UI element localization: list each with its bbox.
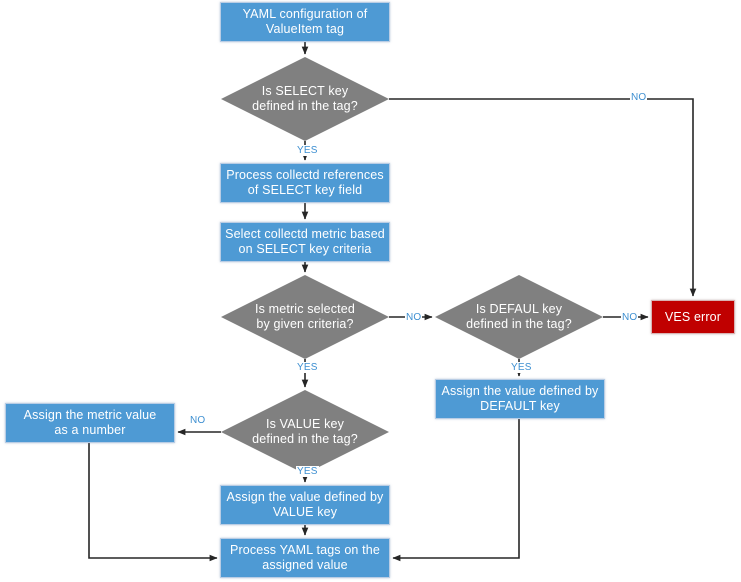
edge-label-value-yes: YES — [296, 466, 319, 477]
node-label-line: YAML configuration of — [242, 7, 368, 21]
node-label-ves-error: VES error — [665, 310, 721, 325]
node-label-line: Is VALUE key — [266, 417, 344, 431]
node-label-line: by given criteria? — [256, 317, 354, 331]
edge-label-defaul-no: NO — [621, 312, 639, 323]
node-ves-error[interactable]: VES error — [651, 300, 735, 334]
node-label-line: ValueItem tag — [265, 22, 345, 36]
node-label-line: of SELECT key field — [247, 183, 363, 197]
node-label-line: VES error — [664, 309, 722, 324]
edge-label-metric-yes: YES — [296, 362, 319, 373]
node-label-line: assigned value — [262, 558, 348, 572]
node-label-line: Assign the value defined by — [226, 490, 384, 504]
node-label-line: DEFAULT key — [480, 399, 560, 413]
node-label-line: defined in the tag? — [466, 317, 572, 331]
edge-select-no — [389, 98, 697, 297]
node-label-line: Is SELECT key — [261, 84, 349, 98]
node-label-line: Is metric selected — [255, 302, 355, 316]
node-label-line: Assign the value defined by — [441, 384, 599, 398]
edge-default-to-processyaml — [392, 419, 520, 562]
edge-label-select-no: NO — [630, 92, 648, 103]
node-label-line: Process YAML tags on the — [230, 543, 380, 557]
node-label-line: as a number — [54, 423, 126, 437]
edge-metricnumber-to-processyaml — [88, 443, 218, 562]
node-label-line: Assign the metric value — [23, 408, 157, 422]
node-label-line: Process collectd references — [226, 168, 384, 182]
node-label-line: defined in the tag? — [252, 99, 358, 113]
edge-label-select-yes: YES — [296, 145, 319, 156]
edge-label-defaul-yes: YES — [510, 362, 533, 373]
edge-label-value-no: NO — [189, 415, 207, 426]
node-label-line: on SELECT key criteria — [238, 242, 372, 256]
node-label-line: VALUE key — [272, 505, 338, 519]
node-label-line: Is DEFAUL key — [475, 302, 563, 316]
node-label-line: defined in the tag? — [252, 432, 358, 446]
edge-label-metric-no: NO — [405, 312, 423, 323]
node-label-line: Select collectd metric based — [225, 227, 385, 241]
